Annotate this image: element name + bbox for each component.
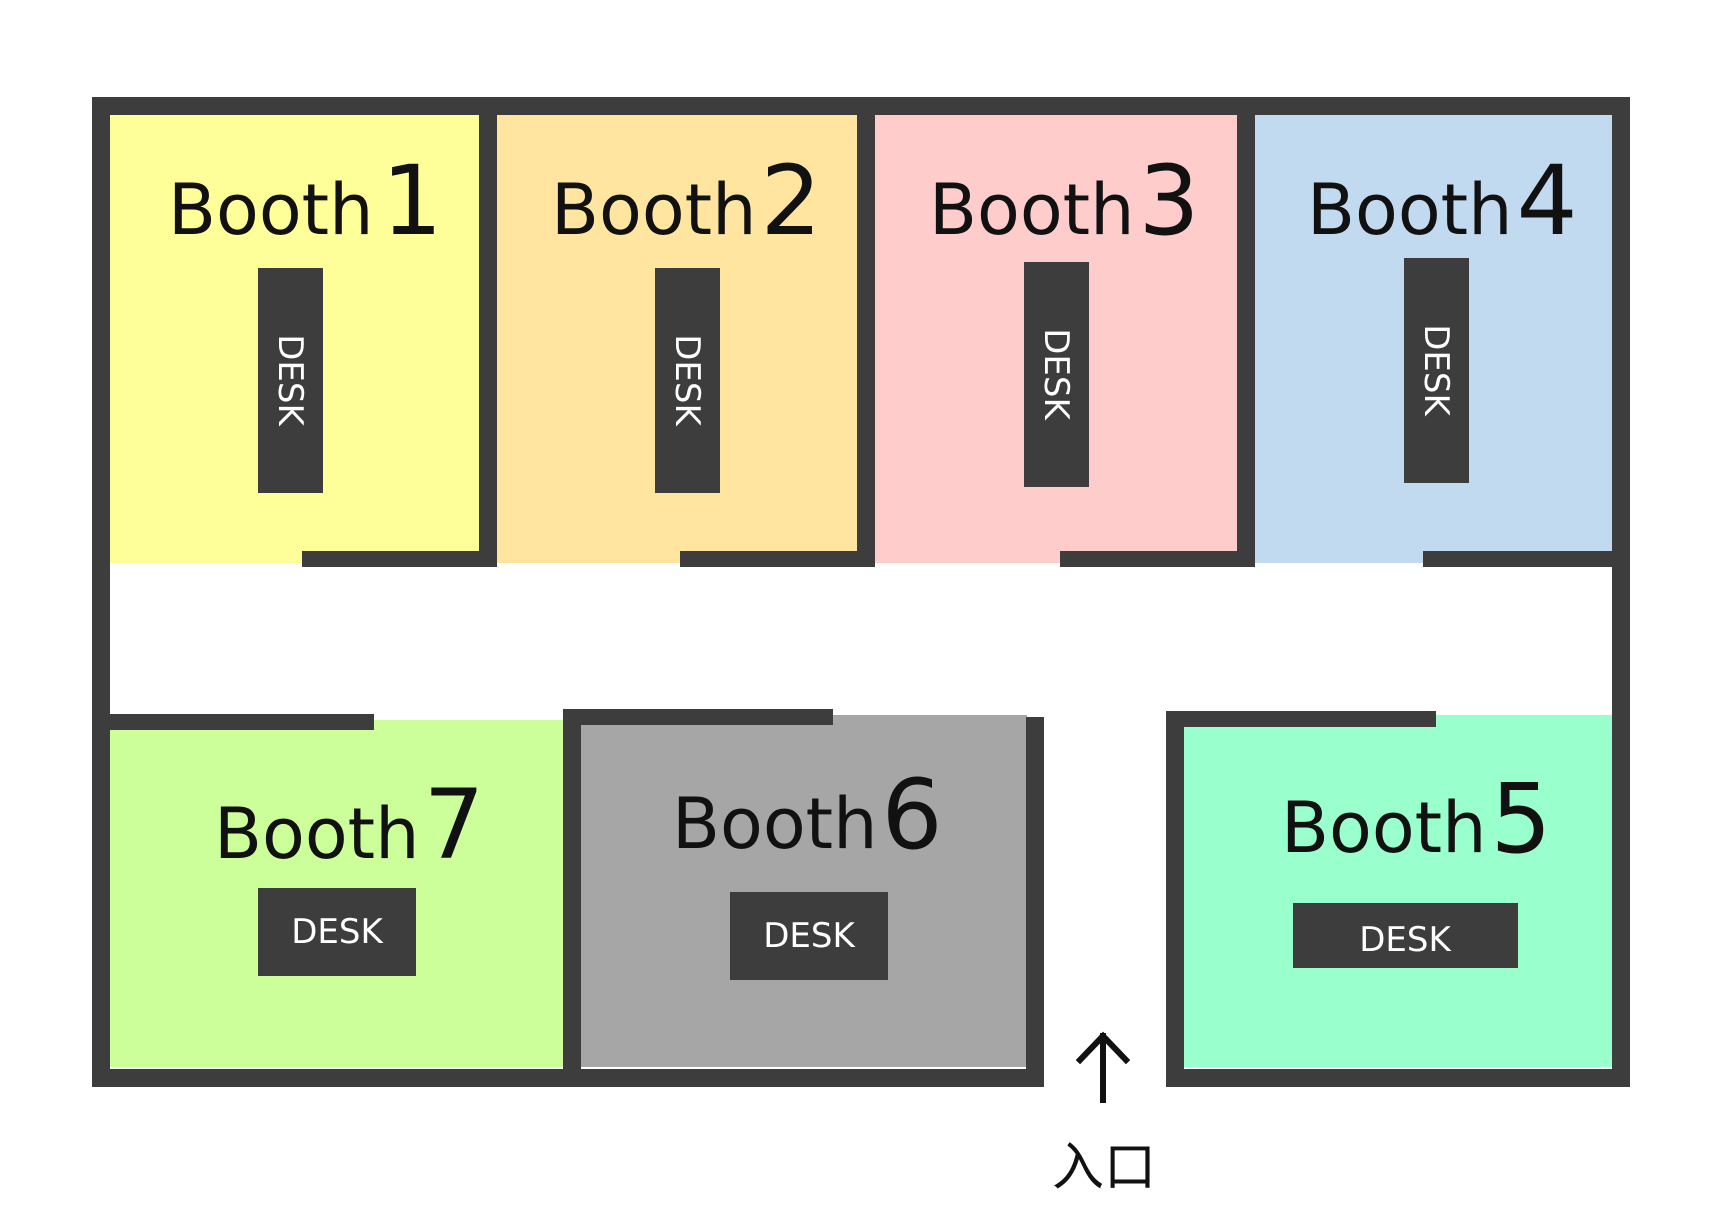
wall-outer-left xyxy=(92,97,110,1087)
wall-booth1-front xyxy=(302,551,497,567)
wall-booth2-front xyxy=(680,551,875,567)
booth-6-word: Booth xyxy=(672,783,878,865)
wall-outer-right xyxy=(1612,97,1630,1087)
booth-3-word: Booth xyxy=(929,169,1135,251)
wall-booth6-front xyxy=(563,709,833,725)
booth-6-desk-label: DESK xyxy=(763,916,856,956)
booth-4-desk-label: DESK xyxy=(1416,324,1456,417)
booth-4-desk-shape xyxy=(1404,258,1469,483)
booth-3-desk-label: DESK xyxy=(1036,328,1076,421)
booth-1-word: Booth xyxy=(168,169,374,251)
booth-4-word: Booth xyxy=(1307,169,1513,251)
booth-7-desk-label: DESK xyxy=(291,912,384,952)
booth-4-desk: DESK xyxy=(1404,258,1469,483)
booth-5-number: 5 xyxy=(1491,763,1552,875)
booth-7-desk: DESK xyxy=(258,888,416,976)
booth-3-number: 3 xyxy=(1139,145,1200,257)
booth-2-number: 2 xyxy=(761,145,822,257)
booth-3-desk: DESK xyxy=(1024,262,1089,487)
arrow-up-icon-head xyxy=(1075,1031,1131,1065)
booth-6-number: 6 xyxy=(882,759,943,871)
booth-2-word: Booth xyxy=(551,169,757,251)
booth-1-desk-label: DESK xyxy=(270,334,310,427)
wall-divider-1-2 xyxy=(479,97,497,567)
wall-booth3-front xyxy=(1060,551,1255,567)
wall-booth5-left xyxy=(1166,711,1184,1087)
booth-2-title: Booth2 xyxy=(551,145,822,257)
booth-7-number: 7 xyxy=(424,769,485,881)
booth-2-desk-label: DESK xyxy=(667,334,707,427)
booth-5-area[interactable] xyxy=(1176,715,1612,1067)
wall-booth5-front xyxy=(1166,711,1436,727)
booth-1-number: 1 xyxy=(382,145,443,257)
wall-booth6-right xyxy=(1026,717,1044,1087)
booth-4-title: Booth4 xyxy=(1307,145,1578,257)
wall-divider-2-3 xyxy=(857,97,875,567)
booth-6-desk-shape xyxy=(730,892,888,980)
booth-7-word: Booth xyxy=(214,793,420,875)
booth-7-title: Booth7 xyxy=(214,769,485,881)
entrance-label: 入口 xyxy=(1052,1138,1156,1198)
booth-5-word: Booth xyxy=(1281,787,1487,869)
booth-6-title: Booth6 xyxy=(672,759,943,871)
booth-7-desk-shape xyxy=(258,888,416,976)
booth-6-area[interactable] xyxy=(575,715,1027,1067)
arrow-up-icon xyxy=(1075,1031,1131,1103)
booth-2-desk: DESK xyxy=(655,268,720,493)
booth-5-title: Booth5 xyxy=(1281,763,1552,875)
wall-outer-bottom-right xyxy=(1166,1069,1630,1087)
walls xyxy=(92,97,1630,1087)
booth-3-title: Booth3 xyxy=(929,145,1200,257)
booth-2-desk-shape xyxy=(655,268,720,493)
booth-1-desk-shape xyxy=(258,268,323,493)
wall-booth7-front xyxy=(92,714,374,730)
wall-booth4-front xyxy=(1423,551,1630,567)
booth-4-number: 4 xyxy=(1517,145,1578,257)
wall-divider-3-4 xyxy=(1237,97,1255,567)
wall-divider-7-6 xyxy=(563,709,581,1087)
booth-5-desk: DESK xyxy=(1293,903,1518,968)
booth-6-desk: DESK xyxy=(730,892,888,980)
booth-1-title: Booth1 xyxy=(168,145,443,257)
booth-1-desk: DESK xyxy=(258,268,323,493)
booth-5-desk-shape xyxy=(1293,903,1518,968)
booth-5-desk-label: DESK xyxy=(1359,920,1452,960)
booth-3-desk-shape xyxy=(1024,262,1089,487)
